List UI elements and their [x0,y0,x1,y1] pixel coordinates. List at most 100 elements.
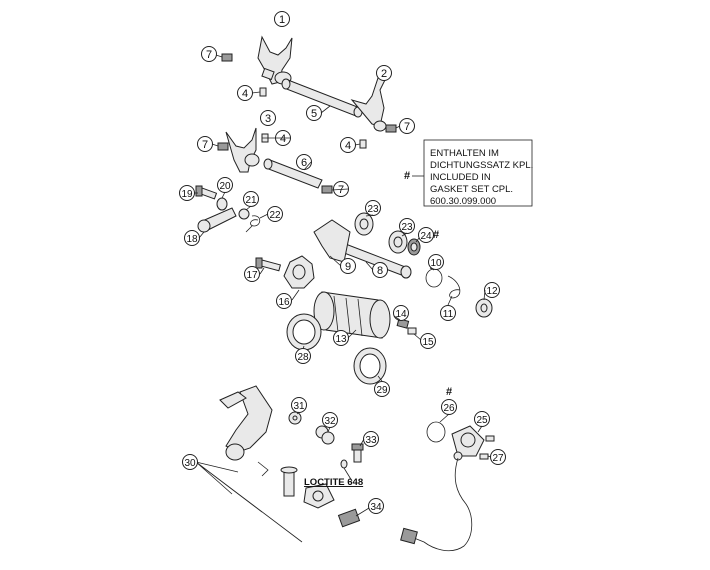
callout-8: 8 [372,262,388,278]
washer-31 [288,411,302,425]
washer-set-32 [315,425,335,445]
shift-fork-1 [257,35,293,85]
callout-28: 28 [295,348,311,364]
callout-30: 30 [182,454,198,470]
callout-19: 19 [179,185,195,201]
shift-rod-6 [263,158,323,189]
svg-text:22: 22 [269,210,281,221]
callout-29: 29 [374,381,390,397]
svg-text:14: 14 [395,309,407,320]
svg-text:2: 2 [381,68,387,80]
hash-marker-26: # [446,386,452,398]
callout-7a: 7 [201,46,217,62]
guide-pin-4a [259,87,267,97]
svg-text:7: 7 [206,49,212,61]
pin-15 [407,327,417,335]
svg-text:9: 9 [345,261,351,273]
washer-12 [475,298,493,318]
callout-7c: 7 [399,118,415,134]
svg-text:23: 23 [401,222,413,233]
retaining-ring-10 [425,268,443,288]
svg-text:32: 32 [324,416,336,427]
shift-drum-locating-16 [283,255,315,289]
callout-20: 20 [217,177,233,193]
callout-22: 22 [267,206,283,222]
callout-25: 25 [474,411,490,427]
gasket-note-line-2: DICHTUNGSSATZ KPL. [430,160,533,171]
callout-9: 9 [340,258,356,274]
svg-text:12: 12 [486,286,498,297]
callout-26: 26 [441,399,457,415]
spacer-20 [216,197,228,211]
callout-1: 1 [274,11,290,27]
bearing-29 [353,347,387,385]
screw-33 [340,443,364,469]
svg-text:28: 28 [297,352,309,363]
shift-lever-9 [313,219,351,263]
shift-rod-5 [281,78,363,118]
washer-21 [238,208,250,220]
svg-text:6: 6 [301,157,307,169]
spring-7b [217,142,229,151]
guide-pin-4c [359,139,367,149]
svg-text:11: 11 [443,309,454,320]
callout-31: 31 [291,397,307,413]
gasket-note-line-4: GASKET SET CPL. [430,184,513,195]
locking-lever-18 [197,207,237,233]
svg-text:17: 17 [246,270,258,281]
bushing-23b [388,230,408,254]
svg-text:13: 13 [335,334,347,345]
gasket-note-hash: # [404,170,410,182]
callout-33: 33 [363,431,379,447]
callout-11: 11 [440,305,456,321]
svg-text:24: 24 [420,231,432,242]
callout-23b: 23 [399,218,415,234]
svg-text:4: 4 [280,133,286,145]
spring-7a [221,53,233,62]
callout-24: 24 [418,227,434,243]
svg-text:7: 7 [202,139,208,151]
screw-27 [479,435,495,460]
callout-17: 17 [244,266,260,282]
callout-3: 3 [260,110,276,126]
gasket-note-box [423,139,533,207]
svg-text:20: 20 [219,181,231,192]
bushing-23a [354,212,374,236]
svg-text:3: 3 [265,113,271,125]
callout-32: 32 [322,412,338,428]
callout-10: 10 [428,254,444,270]
sensor-cable [400,457,473,552]
spring-22 [245,215,261,233]
callout-2: 2 [376,65,392,81]
svg-text:18: 18 [186,234,198,245]
screw-17 [255,257,282,272]
svg-text:25: 25 [476,415,488,426]
gasket-note-line-1: ENTHALTEN IM [430,148,499,159]
callout-16: 16 [276,293,292,309]
svg-text:27: 27 [492,453,504,464]
gasket-set-note: # ENTHALTEN IM DICHTUNGSSATZ KPL. INCLUD… [404,139,533,207]
svg-text:5: 5 [311,108,317,120]
svg-text:26: 26 [443,403,455,414]
svg-text:16: 16 [278,297,290,308]
callout-18: 18 [184,230,200,246]
spring-7c [385,124,397,133]
gasket-note-line-3: INCLUDED IN [430,172,491,183]
svg-text:30: 30 [184,458,196,469]
svg-text:4: 4 [345,140,351,152]
svg-text:7: 7 [404,121,410,133]
callout-13: 13 [333,330,349,346]
callout-5: 5 [306,105,322,121]
shift-fork-3 [225,127,260,173]
loctite-label: LOCTITE 648 [304,477,363,488]
spring-clip-11 [447,275,461,299]
footpeg-rubber-34 [337,508,361,528]
shift-fork-2 [350,73,390,132]
callout-12: 12 [484,282,500,298]
callout-14: 14 [393,305,409,321]
shaft-seal-24 [407,238,421,256]
shift-drum-13 [313,291,391,339]
callout-23a: 23 [365,200,381,216]
